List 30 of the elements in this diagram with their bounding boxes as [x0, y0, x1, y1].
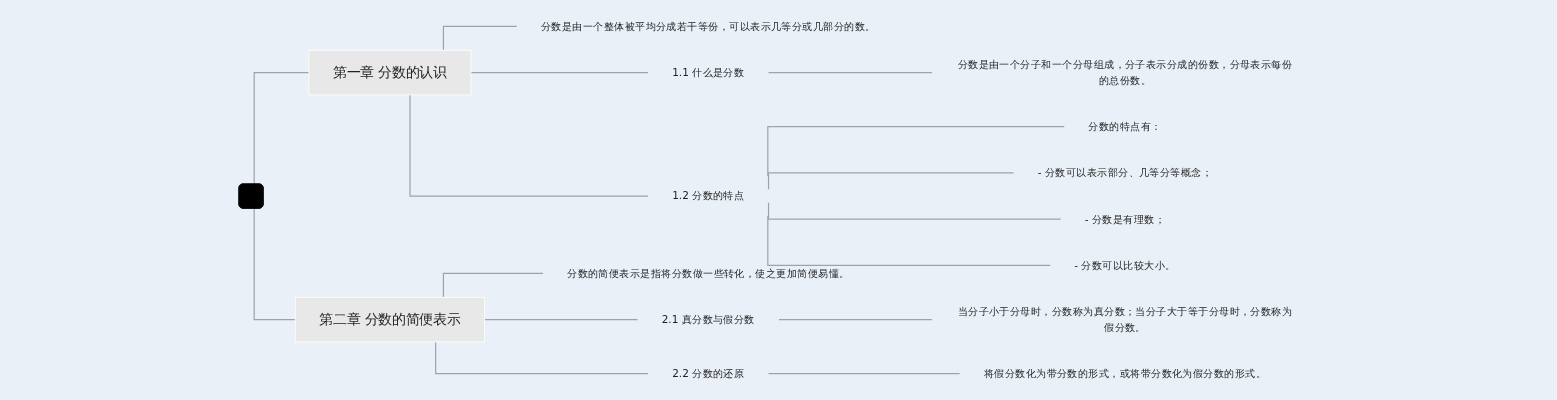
- node-text: 分数的特点有：: [1088, 120, 1162, 133]
- node-text: 当分子小于分母时，分数称为真分数；当分子大于等于分母时，分数称为假分数。: [957, 305, 1293, 334]
- node-text: 1.1 什么是分数: [672, 66, 745, 79]
- connector: [435, 341, 649, 375]
- node-text: 2.2 分数的还原: [672, 367, 745, 380]
- connector: [253, 72, 310, 185]
- node-box: 第二章 分数的简便表示: [294, 296, 486, 343]
- connector: [470, 72, 649, 74]
- connector: [767, 202, 1062, 220]
- connector: [767, 215, 1051, 267]
- connector: [253, 207, 296, 321]
- connector: [767, 72, 933, 74]
- connector: [442, 272, 544, 298]
- node-text: 分数是由一个整体被平均分成若干等份，可以表示几等分或几部分的数。: [540, 20, 876, 33]
- connector: [409, 94, 649, 197]
- connector: [484, 318, 639, 321]
- node-text: 分数是由一个分子和一个分母组成，分子表示分成的份数，分母表示每份的总份数。: [957, 58, 1293, 87]
- node-text: - 分数是有理数；: [1084, 212, 1166, 226]
- node-text: 分数的简便表示是指将分数做一些转化，使之更加简便易懂。: [567, 267, 850, 280]
- connector: [767, 126, 1065, 177]
- node-text: 2.1 真分数与假分数: [661, 313, 755, 326]
- connector: [442, 25, 518, 51]
- node-text: - 分数可以表示部分、几等分等概念；: [1037, 166, 1213, 179]
- connector: [767, 373, 961, 375]
- node-text: 1.2 分数的特点: [672, 189, 745, 202]
- node-text: - 分数可以比较大小。: [1074, 259, 1176, 272]
- connector: [767, 172, 1015, 190]
- node-box: 第一章 分数的认识: [308, 49, 472, 96]
- node-text: 将假分数化为带分数的形式，或将带分数化为假分数的形式。: [983, 367, 1267, 380]
- connector: [778, 318, 933, 321]
